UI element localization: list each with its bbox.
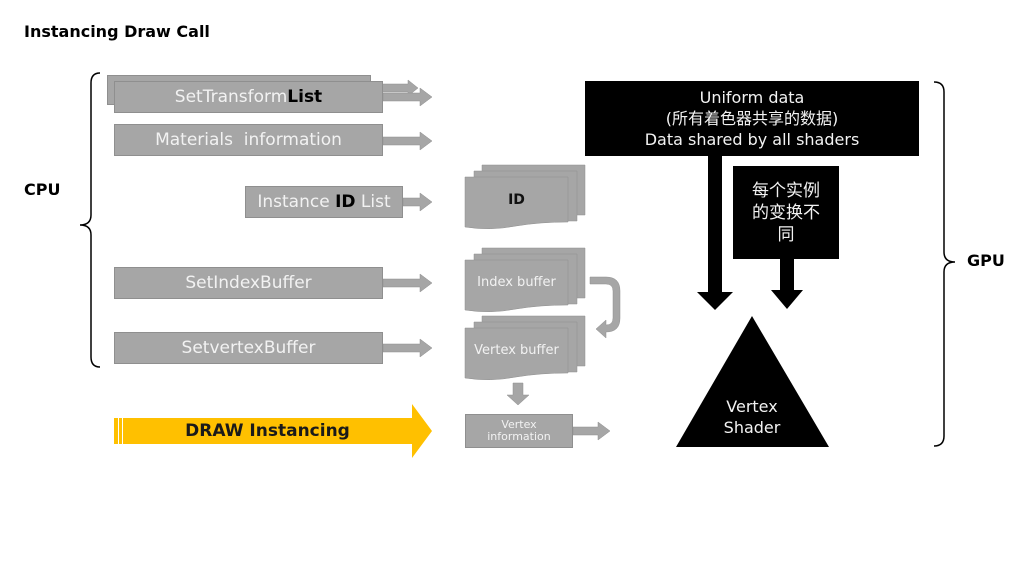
arrow-set-vertex xyxy=(382,338,433,358)
set-transform-label: SetTransform xyxy=(174,87,288,107)
uniform-description: Data shared by all shaders xyxy=(644,130,860,149)
set-vertex-buffer-label: SetvertexBuffer xyxy=(181,338,316,358)
vertex-buffer-label: Vertex buffer xyxy=(474,343,559,358)
arrow-materials xyxy=(382,131,433,151)
instance-id-label-before: Instance xyxy=(257,192,336,212)
arrow-vertex-info xyxy=(572,421,611,441)
set-vertex-buffer-box: SetvertexBuffer xyxy=(114,332,383,364)
vertex-info-line-2: information xyxy=(487,430,551,443)
per-instance-line-1: 每个实例 xyxy=(752,180,820,201)
diagram-title: Instancing Draw Call xyxy=(24,22,210,41)
draw-instancing-label: DRAW Instancing xyxy=(185,421,350,441)
uniform-title: Uniform data xyxy=(699,88,805,107)
arrow-set-transform xyxy=(382,87,433,107)
materials-information-box: Materials information xyxy=(114,124,383,156)
id-document-stack xyxy=(464,164,586,229)
draw-instancing-arrow xyxy=(114,404,432,458)
gpu-label: GPU xyxy=(967,251,1005,270)
index-buffer-document-stack xyxy=(464,247,586,312)
arrow-uniform-to-shader xyxy=(697,156,733,310)
instance-id-label-after: List xyxy=(355,192,391,212)
id-document-label: ID xyxy=(508,192,525,208)
instance-id-list-box: Instance ID List xyxy=(245,186,403,218)
arrow-instance-id xyxy=(402,192,433,212)
vertex-information-box: Vertex information xyxy=(465,414,573,448)
arrow-per-instance-to-shader xyxy=(771,258,803,309)
set-index-buffer-box: SetIndexBuffer xyxy=(114,267,383,299)
materials-label: Materials information xyxy=(155,130,342,150)
per-instance-line-2: 的变换不 xyxy=(752,202,820,223)
vertex-buffer-document-stack xyxy=(464,315,586,380)
arrow-down-vertex-buffer xyxy=(506,382,530,406)
per-instance-transform-box: 每个实例 的变换不 同 xyxy=(733,166,839,259)
curved-arrow-index-to-vertex xyxy=(589,276,621,339)
cpu-label: CPU xyxy=(24,180,61,199)
per-instance-line-3: 同 xyxy=(777,224,795,245)
gpu-brace xyxy=(933,81,956,447)
set-index-buffer-label: SetIndexBuffer xyxy=(185,273,312,293)
arrow-set-index xyxy=(382,273,433,293)
vertex-shader-triangle xyxy=(676,316,829,447)
uniform-data-box: Uniform data (所有着色器共享的数据) Data shared by… xyxy=(585,81,919,156)
vertex-shader-line-2: Shader xyxy=(723,418,781,437)
vertex-shader-line-1: Vertex xyxy=(726,397,778,416)
vertex-shader-label: Vertex Shader xyxy=(702,396,802,438)
uniform-chinese: (所有着色器共享的数据) xyxy=(665,109,839,128)
instance-id-label-bold: ID xyxy=(335,192,356,212)
vertex-info-line-1: Vertex xyxy=(501,418,537,431)
index-buffer-label: Index buffer xyxy=(477,275,556,290)
set-transform-bold-label: List xyxy=(287,87,323,107)
cpu-brace xyxy=(79,72,101,368)
